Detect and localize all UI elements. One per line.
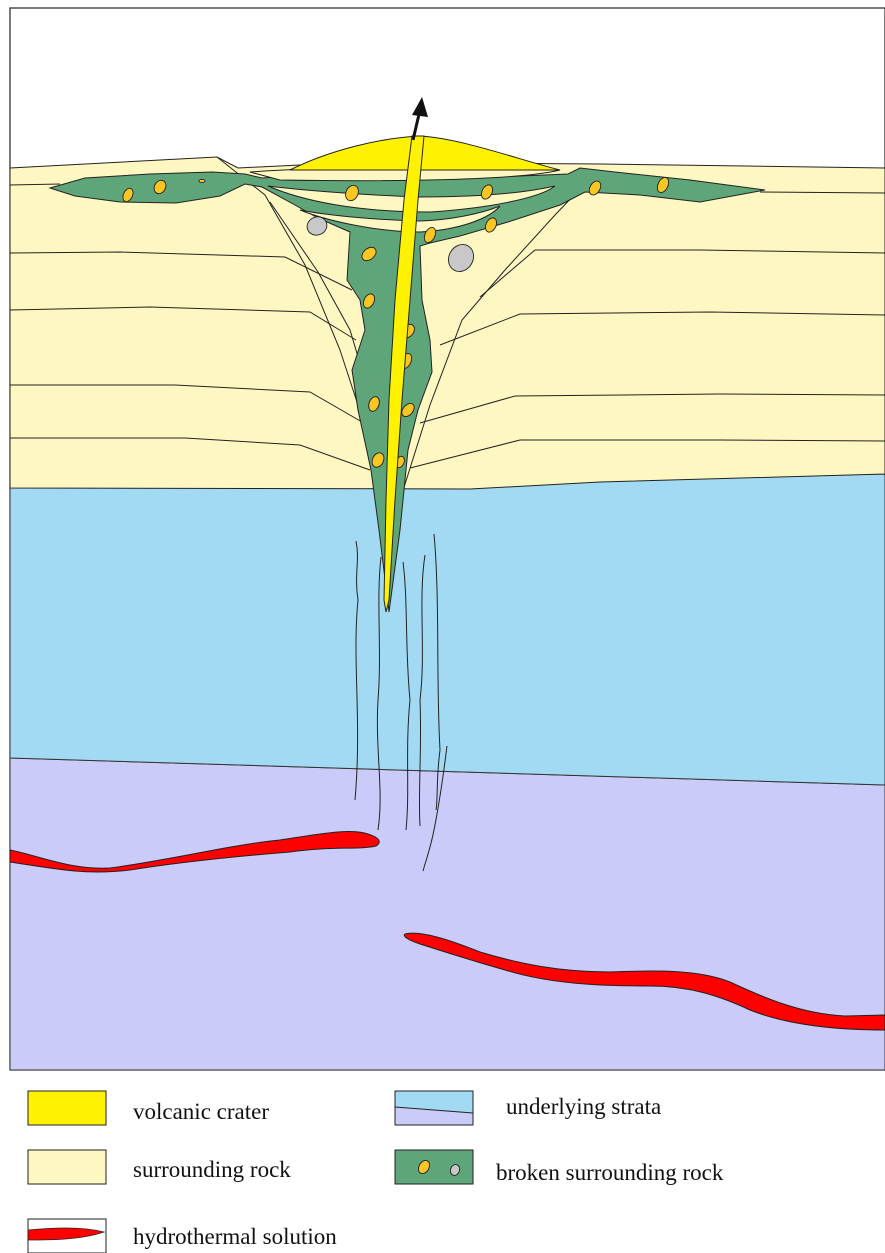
legend-label-broken-surrounding-rock: broken surrounding rock — [496, 1160, 724, 1185]
legend-swatch-surrounding-rock — [28, 1150, 106, 1184]
legend-label-underlying-strata: underlying strata — [506, 1094, 661, 1119]
legend-item-hydrothermal-solution: hydrothermal solution — [28, 1219, 337, 1253]
legend: volcanic crater surrounding rock hydroth… — [28, 1091, 724, 1253]
legend-item-volcanic-crater: volcanic crater — [28, 1091, 269, 1125]
legend-swatch-broken-surrounding-rock — [395, 1150, 473, 1184]
legend-item-surrounding-rock: surrounding rock — [28, 1150, 291, 1184]
cross-section — [10, 8, 885, 1070]
lower-stratum — [10, 758, 885, 1070]
legend-item-broken-surrounding-rock: broken surrounding rock — [395, 1150, 724, 1185]
legend-label-surrounding-rock: surrounding rock — [133, 1157, 291, 1182]
legend-label-hydrothermal-solution: hydrothermal solution — [133, 1224, 337, 1249]
legend-swatch-volcanic-crater — [28, 1091, 106, 1125]
breccia-clast — [199, 179, 205, 182]
underlying-stratum — [10, 474, 885, 785]
legend-item-underlying-strata: underlying strata — [395, 1091, 661, 1125]
legend-label-volcanic-crater: volcanic crater — [133, 1099, 269, 1124]
